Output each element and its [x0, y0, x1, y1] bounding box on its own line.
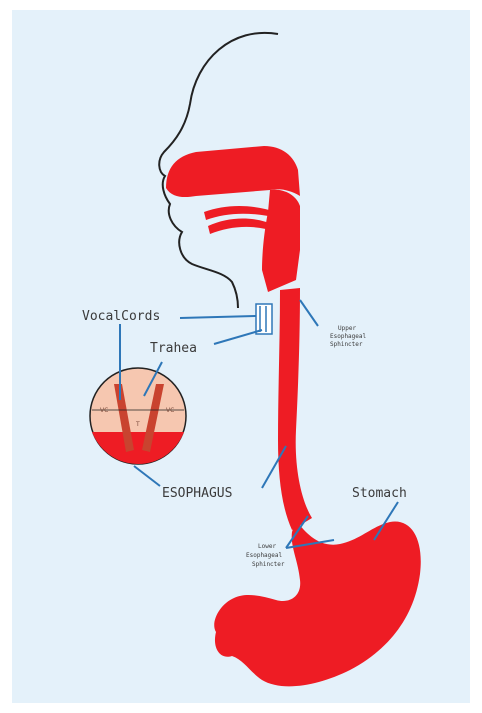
- label-lower-sphincter-2: Esophageal: [246, 552, 283, 559]
- inset-mark-left: VC: [100, 407, 108, 414]
- label-esophagus: ESOPHAGUS: [162, 486, 232, 501]
- label-lower-sphincter-1: Lower: [258, 543, 276, 550]
- label-trachea: Trahea: [150, 341, 197, 356]
- label-upper-sphincter-3: Sphincter: [330, 341, 363, 348]
- trachea-leader: [214, 330, 262, 344]
- label-vocal-cords: VocalCords: [82, 309, 160, 324]
- nasal-cavity: [166, 146, 300, 197]
- pharynx: [262, 190, 300, 292]
- larynx-inset-esophagus: [92, 432, 184, 464]
- label-upper-sphincter-2: Esophageal: [330, 333, 367, 340]
- larynx-inset: VC T VC: [90, 368, 186, 464]
- label-upper-sphincter-1: Upper: [338, 325, 356, 332]
- vocal-cords-leader: [180, 316, 256, 318]
- inset-mark-center: T: [135, 421, 140, 428]
- esophagus-tube: [278, 288, 312, 530]
- trachea-tube: [256, 304, 272, 334]
- upper-sphincter-leader: [300, 300, 318, 326]
- inset-mark-right: VC: [166, 407, 174, 414]
- label-stomach: Stomach: [352, 486, 407, 501]
- label-lower-sphincter-3: Sphincter: [252, 561, 285, 568]
- stomach-shape: [214, 520, 421, 686]
- esophagus-leader-left: [134, 466, 160, 486]
